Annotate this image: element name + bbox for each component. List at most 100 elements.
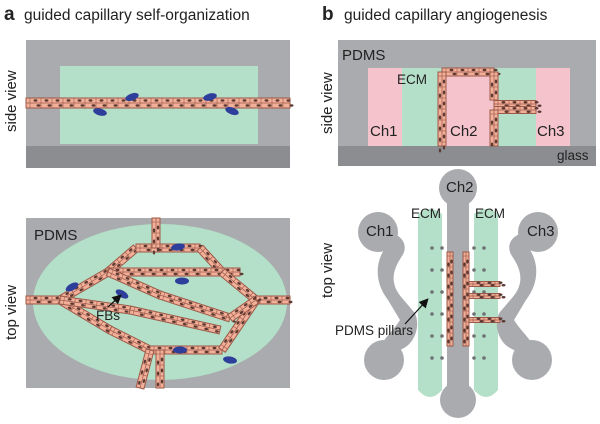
cell-nucleus — [156, 247, 160, 252]
cell-nucleus — [264, 99, 269, 102]
cell-nucleus — [289, 104, 294, 107]
channel-3 — [536, 68, 570, 146]
cell-nucleus — [148, 268, 153, 272]
cell-nucleus — [33, 296, 38, 300]
fibroblast — [115, 289, 129, 299]
cell-nucleus — [89, 301, 94, 304]
cell-nucleus — [438, 115, 442, 120]
cell-border — [239, 285, 245, 292]
cell-nucleus — [70, 302, 75, 305]
cell-nucleus — [487, 293, 492, 296]
glass-label: glass — [557, 148, 589, 163]
cell-border — [73, 298, 76, 307]
cell-nucleus — [241, 320, 245, 325]
pdms-pillar — [482, 246, 486, 250]
cell-border — [197, 321, 200, 330]
cell-nucleus — [212, 104, 217, 107]
cell-nucleus — [466, 270, 469, 275]
cell-nucleus — [105, 324, 109, 328]
pdms-pillar — [440, 290, 444, 294]
cell-nucleus — [485, 72, 490, 76]
ch1-port — [358, 212, 398, 252]
cell-nucleus — [124, 310, 129, 313]
cell-border — [89, 277, 95, 285]
cell-nucleus — [204, 327, 209, 331]
vessel-lumen — [129, 309, 221, 331]
panel-b-pdms-label: PDMS — [342, 47, 385, 64]
cell-nucleus — [490, 131, 494, 136]
cell-nucleus — [193, 350, 198, 354]
side-ch1-label: Ch1 — [370, 123, 398, 140]
cell-nucleus — [79, 288, 84, 292]
cell-nucleus — [170, 268, 175, 272]
cell-nucleus — [450, 303, 453, 308]
cell-nucleus — [487, 281, 492, 284]
cell-nucleus — [128, 248, 133, 252]
panel-b-top-view — [358, 169, 558, 418]
panel-a-letter: a — [4, 4, 15, 25]
cell-border — [84, 299, 87, 308]
cell-nucleus — [471, 68, 476, 72]
cell-nucleus — [234, 309, 239, 313]
cell-nucleus — [160, 357, 164, 362]
cell-nucleus — [463, 284, 466, 289]
cell-border — [220, 344, 228, 350]
cell-nucleus — [167, 294, 172, 298]
cell-border — [117, 304, 120, 313]
vessel-lumen — [229, 299, 257, 319]
cell-nucleus — [479, 296, 484, 299]
cell-border — [139, 283, 144, 291]
cell-nucleus — [102, 307, 107, 310]
cell-nucleus — [84, 280, 89, 284]
pdms-pillar — [482, 312, 486, 316]
ch2-port — [439, 169, 477, 207]
cell-nucleus — [135, 104, 140, 107]
cell-nucleus — [126, 281, 131, 285]
cell-nucleus — [140, 272, 145, 276]
cell-nucleus — [96, 323, 100, 327]
cell-nucleus — [146, 248, 151, 252]
cell-nucleus — [80, 304, 85, 307]
cell-border — [248, 299, 254, 307]
cell-nucleus — [33, 99, 38, 102]
cell-nucleus — [237, 286, 241, 291]
cell-nucleus — [154, 99, 159, 102]
panel-b-top-view-label: top view — [319, 243, 336, 298]
cell-nucleus — [173, 272, 178, 276]
ecm-left — [402, 68, 442, 146]
cell-border — [106, 302, 109, 311]
cell-nucleus — [162, 272, 167, 276]
cell-nucleus — [247, 311, 251, 316]
cell-nucleus — [223, 104, 228, 107]
cell-nucleus — [450, 292, 453, 297]
cell-nucleus — [466, 259, 469, 264]
panel-a-top-view — [25, 217, 293, 390]
pdms-pillar — [430, 268, 434, 272]
cell-nucleus — [275, 99, 280, 102]
cell-nucleus — [91, 305, 96, 309]
cell-nucleus — [515, 110, 520, 113]
cell-border — [162, 292, 166, 301]
channel-1-top — [368, 231, 418, 378]
cell-nucleus — [80, 104, 85, 107]
cell-nucleus — [143, 244, 148, 248]
cell-nucleus — [143, 359, 147, 364]
cell-nucleus — [447, 328, 450, 333]
cell-border — [131, 337, 136, 346]
vessel-segment — [128, 305, 222, 335]
cell-nucleus — [111, 304, 116, 307]
ch3-outlet — [512, 340, 552, 380]
cell-nucleus — [86, 318, 91, 321]
cell-nucleus — [190, 104, 195, 107]
pillars-arrow — [404, 298, 429, 325]
cell-border — [129, 278, 134, 287]
cell-nucleus — [212, 325, 217, 329]
cell-nucleus — [479, 284, 484, 287]
cell-nucleus — [450, 325, 453, 330]
cell-nucleus — [221, 316, 226, 320]
cell-nucleus — [118, 335, 123, 339]
cell-nucleus — [493, 68, 498, 72]
fbs-arrow — [107, 294, 122, 308]
cell-nucleus — [198, 99, 203, 102]
cell-nucleus — [501, 320, 506, 323]
